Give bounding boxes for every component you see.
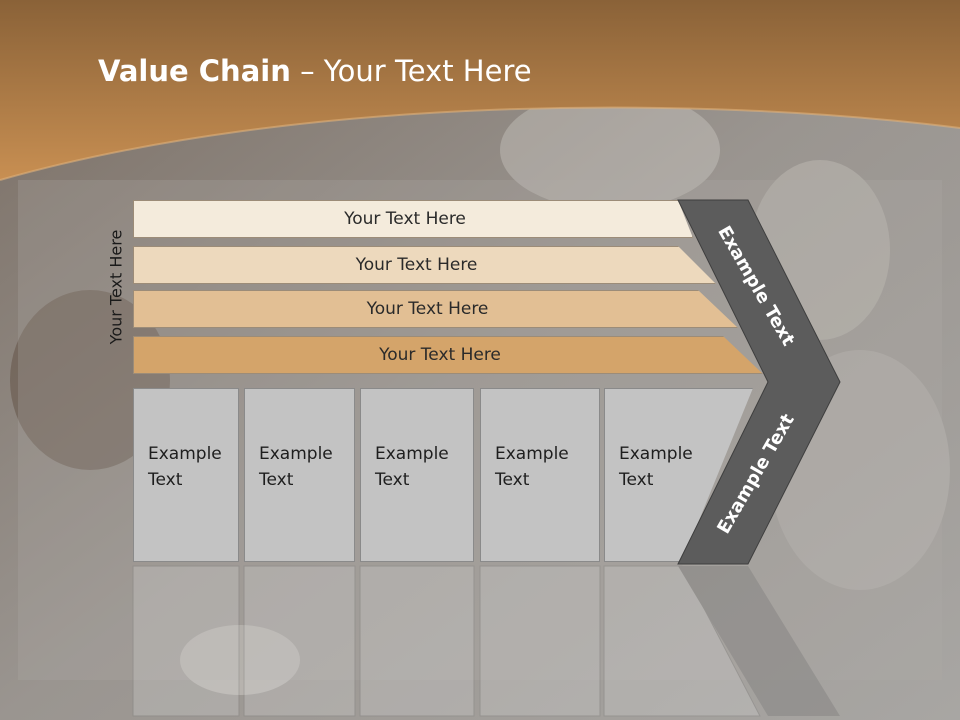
box-2-line-2: Text xyxy=(259,470,294,490)
box-5-line-2: Text xyxy=(619,470,654,490)
band-4: Your Text Here xyxy=(133,336,763,374)
box-1-line-1: Example xyxy=(148,444,222,464)
band-1-label: Your Text Here xyxy=(344,209,466,229)
box-2: Example Text xyxy=(244,388,355,562)
box-5-line-1: Example xyxy=(619,444,693,464)
band-2: Your Text Here xyxy=(133,246,716,284)
box-1: Example Text xyxy=(133,388,239,562)
band-4-label: Your Text Here xyxy=(379,345,501,365)
box-3-line-2: Text xyxy=(375,470,410,490)
box-4: Example Text xyxy=(480,388,600,562)
band-3-label: Your Text Here xyxy=(366,299,489,319)
box-4-line-1: Example xyxy=(495,444,569,464)
slide-title: Value Chain – Your Text Here xyxy=(98,54,532,88)
title-rest: – Your Text Here xyxy=(290,54,532,88)
box-1-line-2: Text xyxy=(148,470,183,490)
box-3-line-1: Example xyxy=(375,444,449,464)
band-1: Your Text Here xyxy=(133,200,693,238)
title-bold: Value Chain xyxy=(98,54,291,88)
box-2-line-1: Example xyxy=(259,444,333,464)
box-3: Example Text xyxy=(360,388,474,562)
box-4-line-2: Text xyxy=(495,470,530,490)
band-2-label: Your Text Here xyxy=(355,255,478,275)
